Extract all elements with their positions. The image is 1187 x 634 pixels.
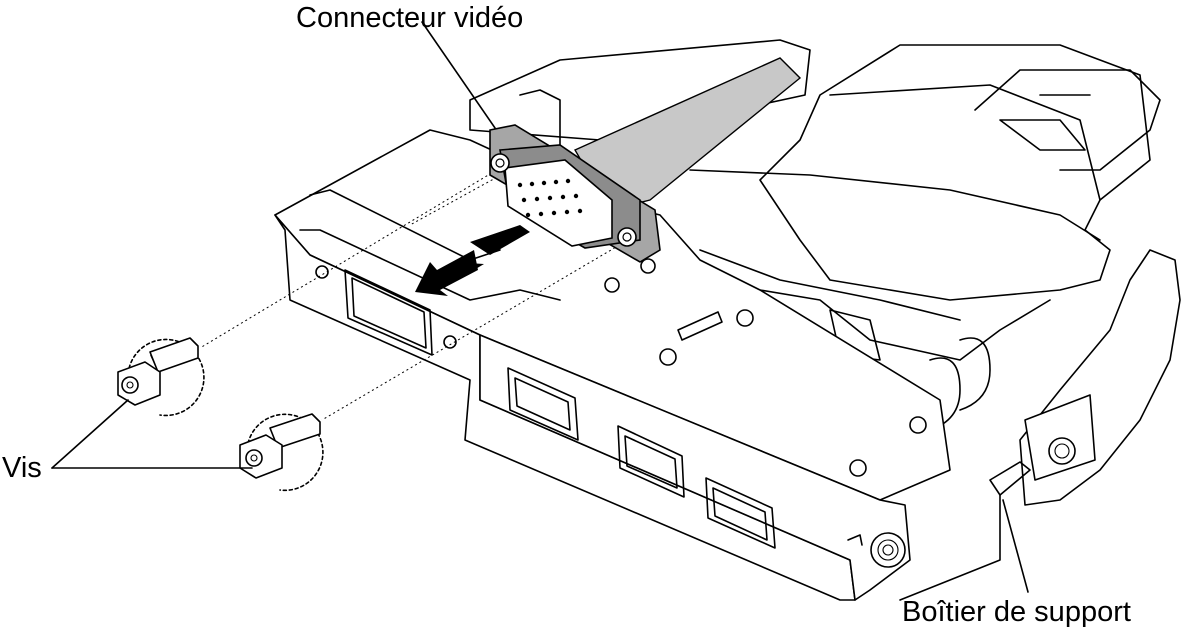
- label-screws: Vis: [2, 452, 42, 484]
- screw-2: [239, 413, 324, 492]
- label-support-box: Boîtier de support: [902, 596, 1131, 628]
- screw-1: [117, 337, 205, 417]
- leader-lines: [51, 21, 1029, 593]
- drive-cage: [469, 39, 1161, 431]
- support-box: [274, 129, 951, 601]
- side-latch: [899, 249, 1181, 601]
- video-connector: [489, 124, 661, 263]
- label-video-connector: Connecteur vidéo: [296, 2, 524, 34]
- insert-arrow-icon: [415, 225, 530, 296]
- alignment-guides: [199, 167, 629, 421]
